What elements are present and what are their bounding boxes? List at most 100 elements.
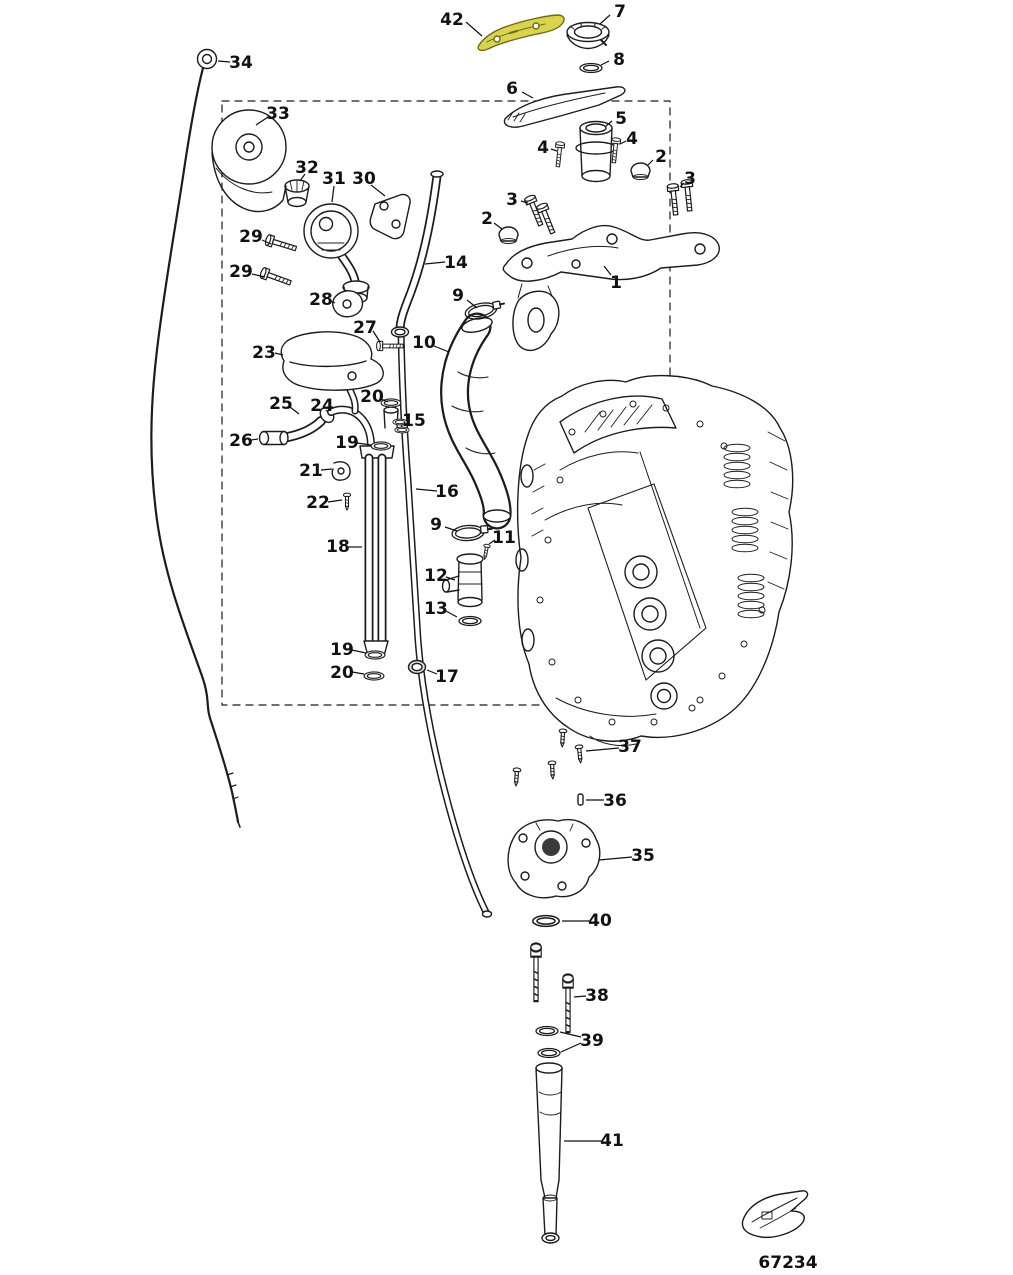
leader-line-28-20	[329, 300, 336, 304]
leader-line-19-29	[356, 442, 372, 446]
leader-line-26-30	[250, 438, 259, 441]
bolt-29b	[258, 266, 294, 289]
o-ring-20-bottom	[363, 671, 385, 681]
leader-line-3-13	[520, 200, 529, 204]
o-ring-13	[458, 615, 482, 627]
screw-37a	[557, 728, 568, 748]
leader-line-10-24	[433, 345, 450, 353]
callout-19-39: 19	[330, 640, 354, 660]
oil-pump-adapter	[507, 819, 601, 899]
leader-line-27-22	[372, 330, 381, 343]
mounting-bracket	[502, 224, 720, 352]
callout-23-23: 23	[252, 343, 276, 363]
oil-fill-neck	[575, 120, 617, 183]
callout-21-31: 21	[299, 461, 323, 481]
dipstick	[150, 48, 241, 828]
leader-line-42-0	[465, 21, 483, 37]
leader-line-30-12	[370, 184, 386, 197]
leader-line-38-46	[573, 995, 587, 998]
leader-line-8-2	[600, 60, 610, 66]
thermostat-cap	[284, 179, 310, 208]
callout-11-36: 11	[492, 528, 516, 548]
leader-line-9-21	[466, 299, 478, 309]
grommet	[407, 659, 427, 675]
o-ring-8	[579, 62, 603, 74]
dowel-pin-36	[577, 793, 584, 806]
callout-14-16: 14	[444, 253, 468, 273]
callout-2-15: 2	[481, 209, 493, 229]
leader-line-14-16	[424, 261, 446, 265]
leader-line-34-3	[217, 60, 231, 63]
elbow-hose	[258, 405, 375, 450]
leader-line-12-37	[445, 576, 456, 581]
leader-line-35-44	[598, 856, 633, 861]
leader-line-2-9	[647, 159, 654, 166]
bolt-38a	[529, 942, 543, 1003]
screw-37c	[511, 767, 522, 787]
o-ring-39a	[535, 1025, 559, 1037]
leader-line-6-4	[521, 91, 534, 99]
callout-24-27: 24	[310, 396, 334, 416]
leader-line-24-27	[325, 409, 329, 413]
callout-28-20: 28	[309, 290, 333, 310]
callout-19-29: 19	[335, 433, 359, 453]
o-ring-19-bottom	[364, 650, 386, 660]
callout-5-6: 5	[615, 109, 627, 129]
thermostat-housing	[303, 203, 370, 304]
leader-line-7-1	[599, 14, 611, 25]
leader-line-32-10	[299, 173, 306, 182]
water-tube	[390, 170, 444, 338]
valve-springs	[723, 443, 765, 619]
callout-15-28: 15	[402, 411, 426, 431]
callout-1-19: 1	[610, 273, 622, 293]
fitting-bracket	[332, 290, 364, 318]
callout-8-2: 8	[613, 50, 625, 70]
callout-13-38: 13	[424, 599, 448, 619]
leader-line-4-8	[619, 140, 627, 145]
screw-37b	[574, 743, 586, 765]
callout-22-33: 22	[306, 493, 330, 513]
plug-cap-left	[498, 226, 519, 244]
leader-line-17-41	[426, 669, 438, 675]
callout-4-8: 4	[626, 129, 638, 149]
callout-16-32: 16	[435, 482, 459, 502]
bolt-38b	[561, 973, 575, 1034]
gasket	[369, 193, 411, 240]
clamp-bracket-highlighted	[477, 14, 565, 52]
callout-37-42: 37	[618, 737, 642, 757]
callout-7-1: 7	[614, 2, 626, 22]
leader-line-39-47	[560, 1042, 582, 1053]
leader-line-5-6	[605, 120, 613, 127]
boat-hull-icon	[741, 1190, 809, 1239]
outlet-fitting	[441, 553, 484, 608]
callout-26-30: 26	[229, 431, 253, 451]
callout-9-21: 9	[452, 286, 464, 306]
callout-4-7: 4	[537, 138, 549, 158]
o-ring-39b	[537, 1047, 561, 1059]
callout-6-4: 6	[506, 79, 518, 99]
callout-42-0: 42	[440, 10, 464, 30]
leader-line-25-26	[289, 406, 300, 415]
bolt-3b1	[666, 182, 682, 217]
oil-pickup-tube	[535, 1062, 563, 1244]
callout-38-46: 38	[585, 986, 609, 1006]
callout-29-17: 29	[239, 227, 263, 247]
leader-line-3-14	[679, 182, 685, 188]
callout-17-41: 17	[435, 667, 459, 687]
leader-line-11-36	[488, 539, 496, 545]
callout-30-12: 30	[352, 169, 376, 189]
leader-line-29-18	[251, 273, 266, 278]
callout-27-22: 27	[353, 318, 377, 338]
leader-line-16-32	[415, 488, 438, 492]
dashed-boundary	[221, 100, 671, 706]
callout-9-34: 9	[430, 515, 442, 535]
callout-40-45: 40	[588, 911, 612, 931]
callout-35-44: 35	[631, 846, 655, 866]
bolt-4a	[552, 140, 566, 168]
retainer-clip	[331, 461, 351, 481]
callout-36-43: 36	[603, 791, 627, 811]
callout-25-26: 25	[269, 394, 293, 414]
callout-3-14: 3	[684, 169, 696, 189]
